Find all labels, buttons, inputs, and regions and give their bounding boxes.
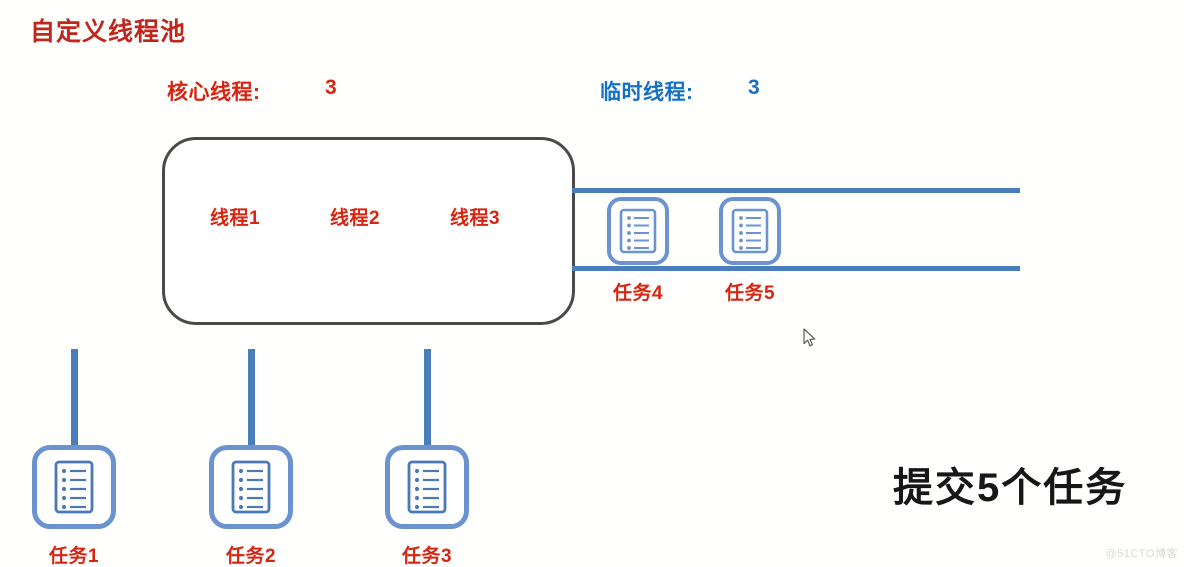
mouse-cursor-icon <box>803 328 817 348</box>
queue-rail-top <box>572 188 1020 193</box>
submitted-task-1 <box>32 445 116 529</box>
temporary-thread-label: 临时线程: <box>600 81 694 104</box>
submitted-task-2-label: 任务2 <box>225 546 277 567</box>
submit-connector-3 <box>424 349 431 445</box>
task-document-icon <box>209 445 293 529</box>
core-thread-value: 3 <box>325 76 338 99</box>
thread-label-3: 线程3 <box>450 208 501 229</box>
queue-task-4-label: 任务4 <box>612 283 664 304</box>
queue-rail-bottom <box>572 266 1020 271</box>
queue-task-5-label: 任务5 <box>724 283 776 304</box>
task-document-icon <box>32 445 116 529</box>
submit-connector-2 <box>248 349 255 445</box>
submit-connector-1 <box>71 349 78 445</box>
queue-task-5 <box>719 197 781 265</box>
core-thread-label: 核心线程: <box>167 81 261 104</box>
summary-caption: 提交5个任务 <box>893 466 1128 510</box>
task-document-icon <box>385 445 469 529</box>
thread-label-2: 线程2 <box>330 208 381 229</box>
watermark: @51CTO博客 <box>1105 548 1178 560</box>
submitted-task-3 <box>385 445 469 529</box>
task-document-icon <box>607 197 669 265</box>
queue-task-4 <box>607 197 669 265</box>
submitted-task-3-label: 任务3 <box>401 546 453 567</box>
submitted-task-2 <box>209 445 293 529</box>
thread-pool-container <box>162 137 575 325</box>
temporary-thread-value: 3 <box>748 76 761 99</box>
task-document-icon <box>719 197 781 265</box>
submitted-task-1-label: 任务1 <box>48 546 100 567</box>
page-title: 自定义线程池 <box>30 18 187 46</box>
thread-label-1: 线程1 <box>210 208 261 229</box>
